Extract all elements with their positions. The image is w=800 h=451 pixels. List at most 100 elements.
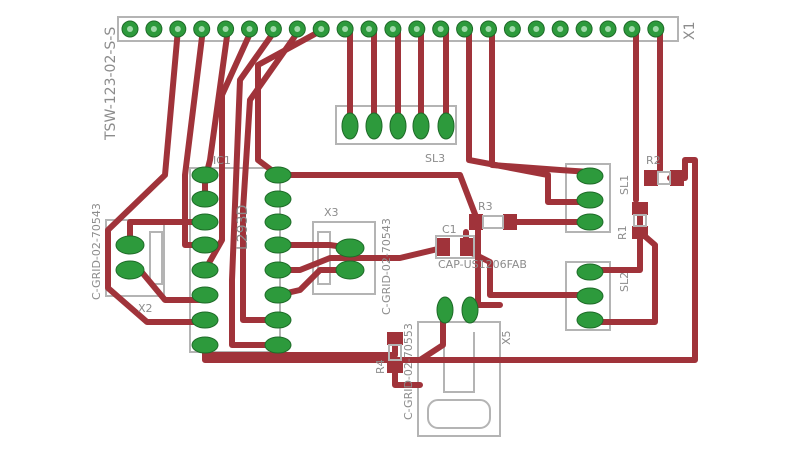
- sl3-pad: [412, 112, 430, 140]
- x5-pad: [436, 296, 454, 324]
- sl3-pad: [437, 112, 455, 140]
- header-pin-hole: [318, 26, 325, 32]
- x2-inner: [149, 231, 163, 285]
- c1-label: C1: [442, 223, 457, 236]
- ic-pad: [191, 311, 219, 329]
- ic-pad: [191, 190, 219, 208]
- trace: [475, 219, 503, 308]
- trace: [229, 26, 281, 348]
- header-pin-hole: [652, 26, 659, 32]
- ic-pad: [264, 311, 292, 329]
- smd-pads: [387, 170, 684, 373]
- r2-label: R2: [646, 154, 661, 167]
- x5-pad: [461, 296, 479, 324]
- trace: [137, 267, 208, 303]
- x5-outline: [417, 321, 501, 437]
- header-pin-hole: [461, 26, 468, 32]
- header-pin-hole: [581, 26, 588, 32]
- x3-pad: [335, 260, 365, 280]
- sl3-pad: [341, 112, 359, 140]
- header-pin-hole: [270, 26, 277, 32]
- ic-pad: [264, 190, 292, 208]
- header-pins: [121, 20, 665, 38]
- r1-body: [633, 214, 647, 227]
- x3-pads: [335, 238, 365, 280]
- r1-pad: [632, 202, 648, 215]
- header-pin-hole: [557, 26, 564, 32]
- x2-value-label: C-GRID-02-70543: [90, 203, 103, 300]
- ic-pad: [191, 286, 219, 304]
- r1-label: R1: [616, 225, 629, 240]
- sl1-pad: [576, 191, 604, 209]
- ic-name-label: IC1: [213, 154, 231, 167]
- trace: [275, 172, 481, 225]
- trace: [202, 157, 698, 363]
- ic-pads: [191, 166, 292, 354]
- sl3-pad: [365, 112, 383, 140]
- header-pin-hole: [533, 26, 540, 32]
- header-pin-hole: [174, 26, 181, 32]
- x3-value-label: C-GRID-02-70543: [380, 218, 393, 315]
- header-id-label: X1: [682, 22, 698, 41]
- r1-pad: [632, 226, 648, 239]
- ic-pad: [264, 261, 292, 279]
- trace: [392, 367, 423, 388]
- x2-name-label: X2: [138, 302, 153, 315]
- ic-pad: [264, 166, 292, 184]
- header-pin-hole: [437, 26, 444, 32]
- trace: [182, 26, 208, 248]
- header-pin-hole: [198, 26, 205, 32]
- c1-pad: [460, 238, 474, 256]
- ic-pad: [191, 166, 219, 184]
- x3-pad: [335, 238, 365, 258]
- r2-body: [657, 171, 671, 185]
- header-pin-hole: [366, 26, 372, 32]
- r4-label: R4: [374, 359, 387, 374]
- r2-pad: [670, 170, 684, 186]
- header-pin-hole: [150, 26, 157, 32]
- sl2-pad: [576, 263, 604, 281]
- sl1-label: SL1: [618, 175, 631, 195]
- r4-body: [388, 344, 402, 361]
- ic-pad: [191, 236, 219, 254]
- header-pin-hole: [509, 26, 516, 32]
- trace: [202, 26, 255, 273]
- c1-pad: [436, 238, 450, 256]
- sl2-label: SL2: [618, 272, 631, 292]
- c1-value-label: CAP-US1206FAB: [438, 258, 527, 271]
- sl1-pad: [576, 167, 604, 185]
- header-pin-hole: [485, 26, 492, 32]
- r3-body: [482, 215, 504, 229]
- sl2-pad: [576, 287, 604, 305]
- x3-name-label: X3: [324, 206, 339, 219]
- r2-pad: [644, 170, 658, 186]
- x5-value-label: C-GRID-02-70553: [402, 323, 415, 420]
- sl3-label: SL3: [425, 152, 445, 165]
- header-pin-hole: [413, 26, 420, 32]
- x5-pads: [436, 296, 479, 324]
- c1-body: [435, 235, 475, 259]
- header-part-label: TSW-123-02-S-S: [103, 27, 119, 141]
- sl3-pad: [389, 112, 407, 140]
- ic-pad: [264, 213, 292, 231]
- trace: [275, 245, 445, 273]
- header-pin-hole: [342, 26, 349, 32]
- r4-pad: [387, 332, 403, 345]
- x2-pad: [115, 260, 145, 280]
- header-pin-hole: [628, 26, 635, 32]
- trace: [489, 26, 593, 175]
- header-pin-hole: [246, 26, 253, 32]
- r3-pad: [503, 214, 517, 230]
- sl1-pad: [576, 213, 604, 231]
- header-pin-hole: [605, 26, 611, 32]
- labels: TSW-123-02-S-S X1 IC1 L293D C-GRID-02-70…: [90, 22, 698, 421]
- ic-pad: [264, 286, 292, 304]
- sl1-pads: [576, 167, 604, 231]
- sl2-pad: [576, 311, 604, 329]
- trace: [466, 26, 593, 205]
- ic-value-label: L293D: [235, 205, 251, 250]
- sl1-outline: [565, 163, 611, 233]
- r3-pad: [469, 214, 483, 230]
- header-pin-hole: [389, 26, 396, 32]
